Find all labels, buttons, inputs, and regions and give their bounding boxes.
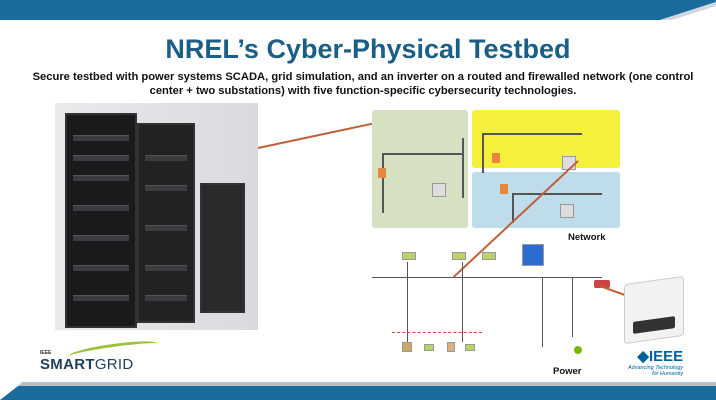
- power-label: Power: [553, 366, 582, 377]
- top-banner: [0, 0, 716, 20]
- ieee-tagline-1: Advancing Technology: [628, 365, 684, 371]
- inverter-image: [624, 275, 684, 345]
- photo-to-network-arrow: [257, 122, 376, 149]
- server-rack-photo: [55, 103, 258, 330]
- smartgrid-bold-text: SMART: [40, 356, 95, 373]
- ieee-name: IEEE: [648, 348, 684, 365]
- bottom-banner-accent: [18, 382, 716, 386]
- slide-subtitle: Secure testbed with power systems SCADA,…: [32, 71, 694, 97]
- substation-2-zone: [472, 172, 620, 228]
- smartgrid-light-text: GRID: [94, 356, 134, 373]
- network-diagram: [372, 108, 620, 230]
- smartgrid-ieee-text: IEEE: [40, 350, 52, 356]
- power-diagram: [362, 242, 617, 362]
- bottom-banner: [0, 386, 716, 400]
- ieee-logo: ◆IEEE Advancing Technology for Humanity: [628, 347, 683, 377]
- slide-title: NREL’s Cyber-Physical Testbed: [165, 34, 571, 64]
- solar-panel: [522, 244, 544, 266]
- control-center-zone: [372, 110, 468, 228]
- ieee-diamond-icon: ◆: [637, 348, 649, 365]
- ieee-tagline-2: for Humanity: [651, 371, 684, 377]
- network-label: Network: [568, 232, 606, 243]
- ieee-smartgrid-logo: IEEE SMARTGRID: [40, 337, 159, 373]
